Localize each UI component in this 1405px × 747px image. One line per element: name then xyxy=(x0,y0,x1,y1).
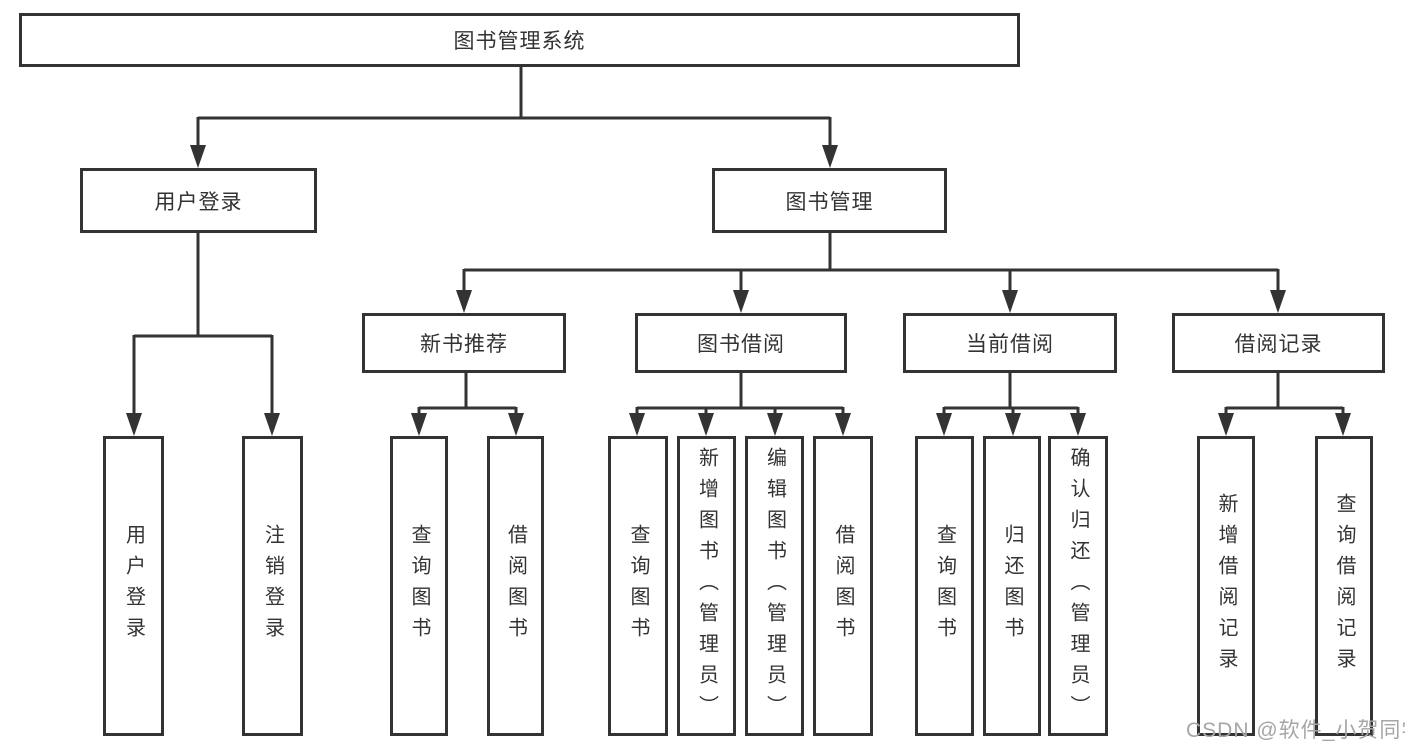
arrowhead-icon xyxy=(126,413,142,436)
connector-borrow-records-to-leaves xyxy=(1224,373,1345,418)
node-library-management-system: 图书管理系统 xyxy=(19,13,1020,67)
leaf-edit-book-admin: 编辑图书（管理员） xyxy=(745,436,804,736)
node-label: 编辑图书（管理员） xyxy=(763,446,786,726)
connector-current-borrow-to-leaves xyxy=(942,373,1080,418)
arrowhead-icon xyxy=(835,413,851,436)
node-label: 查询图书 xyxy=(408,524,430,648)
arrowhead-icon xyxy=(1335,413,1351,436)
node-label: 图书管理系统 xyxy=(453,30,586,53)
node-label: 查询借阅记录 xyxy=(1333,493,1355,679)
leaf-user-login: 用户登录 xyxy=(103,436,164,736)
arrowhead-icon xyxy=(1002,290,1018,313)
node-new-book-recommendation: 新书推荐 xyxy=(362,313,566,373)
arrowhead-icon xyxy=(456,290,472,313)
node-borrowing-records: 借阅记录 xyxy=(1172,313,1385,373)
leaf-return-book: 归还图书 xyxy=(983,436,1041,736)
arrowhead-icon xyxy=(1070,413,1086,436)
node-label: 新增借阅记录 xyxy=(1215,493,1237,679)
node-label: 查询图书 xyxy=(933,524,956,648)
arrowhead-icon xyxy=(629,413,645,436)
arrowhead-icon xyxy=(1270,290,1286,313)
arrowhead-icon xyxy=(936,413,952,436)
node-current-borrowing: 当前借阅 xyxy=(903,313,1117,373)
arrowhead-icon xyxy=(508,413,524,436)
node-label: 新增图书（管理员） xyxy=(695,446,718,726)
connector-new-book-to-leaves xyxy=(417,373,518,418)
arrowhead-icon xyxy=(411,413,427,436)
leaf-logout: 注销登录 xyxy=(242,436,303,736)
leaf-borrow-books-recommend: 借阅图书 xyxy=(487,436,544,736)
leaf-query-borrow-record: 查询借阅记录 xyxy=(1315,436,1373,736)
leaf-confirm-return-admin: 确认归还（管理员） xyxy=(1048,436,1108,736)
leaf-add-book-admin: 新增图书（管理员） xyxy=(677,436,736,736)
connector-book-mgmt-to-level3 xyxy=(462,233,1280,296)
connector-user-login-to-leaves xyxy=(132,233,274,418)
node-label: 新书推荐 xyxy=(420,333,508,356)
leaf-query-books-current: 查询图书 xyxy=(915,436,974,736)
node-label: 查询图书 xyxy=(627,524,649,648)
arrowhead-icon xyxy=(767,413,783,436)
node-label: 借阅记录 xyxy=(1234,333,1323,356)
node-label: 用户登录 xyxy=(154,190,243,214)
leaf-query-books-borrow: 查询图书 xyxy=(608,436,668,736)
node-user-login: 用户登录 xyxy=(80,168,317,233)
watermark: CSDN @软件_小贺同学 xyxy=(1186,719,1405,742)
node-label: 确认归还（管理员） xyxy=(1067,446,1089,726)
node-label: 当前借阅 xyxy=(966,333,1054,356)
node-label: 借阅图书 xyxy=(504,524,527,648)
arrowhead-icon xyxy=(190,145,206,168)
leaf-add-borrow-record: 新增借阅记录 xyxy=(1197,436,1255,736)
node-label: 借阅图书 xyxy=(832,524,854,648)
connector-root-to-level2 xyxy=(196,66,832,150)
arrowhead-icon xyxy=(264,413,280,436)
node-label: 图书借阅 xyxy=(697,333,785,356)
node-book-management: 图书管理 xyxy=(712,168,947,233)
node-label: 注销登录 xyxy=(261,524,284,648)
arrowhead-icon xyxy=(1005,413,1021,436)
arrowhead-icon xyxy=(698,413,714,436)
connector-book-borrow-to-leaves xyxy=(635,373,845,418)
leaf-query-books-recommend: 查询图书 xyxy=(390,436,448,736)
node-book-borrowing: 图书借阅 xyxy=(635,313,847,373)
leaf-borrow-books: 借阅图书 xyxy=(813,436,873,736)
node-label: 归还图书 xyxy=(1001,524,1023,648)
arrowhead-icon xyxy=(733,290,749,313)
arrowhead-icon xyxy=(822,145,838,168)
arrowhead-icon xyxy=(1218,413,1234,436)
node-label: 图书管理 xyxy=(785,190,874,214)
node-label: 用户登录 xyxy=(122,524,145,648)
